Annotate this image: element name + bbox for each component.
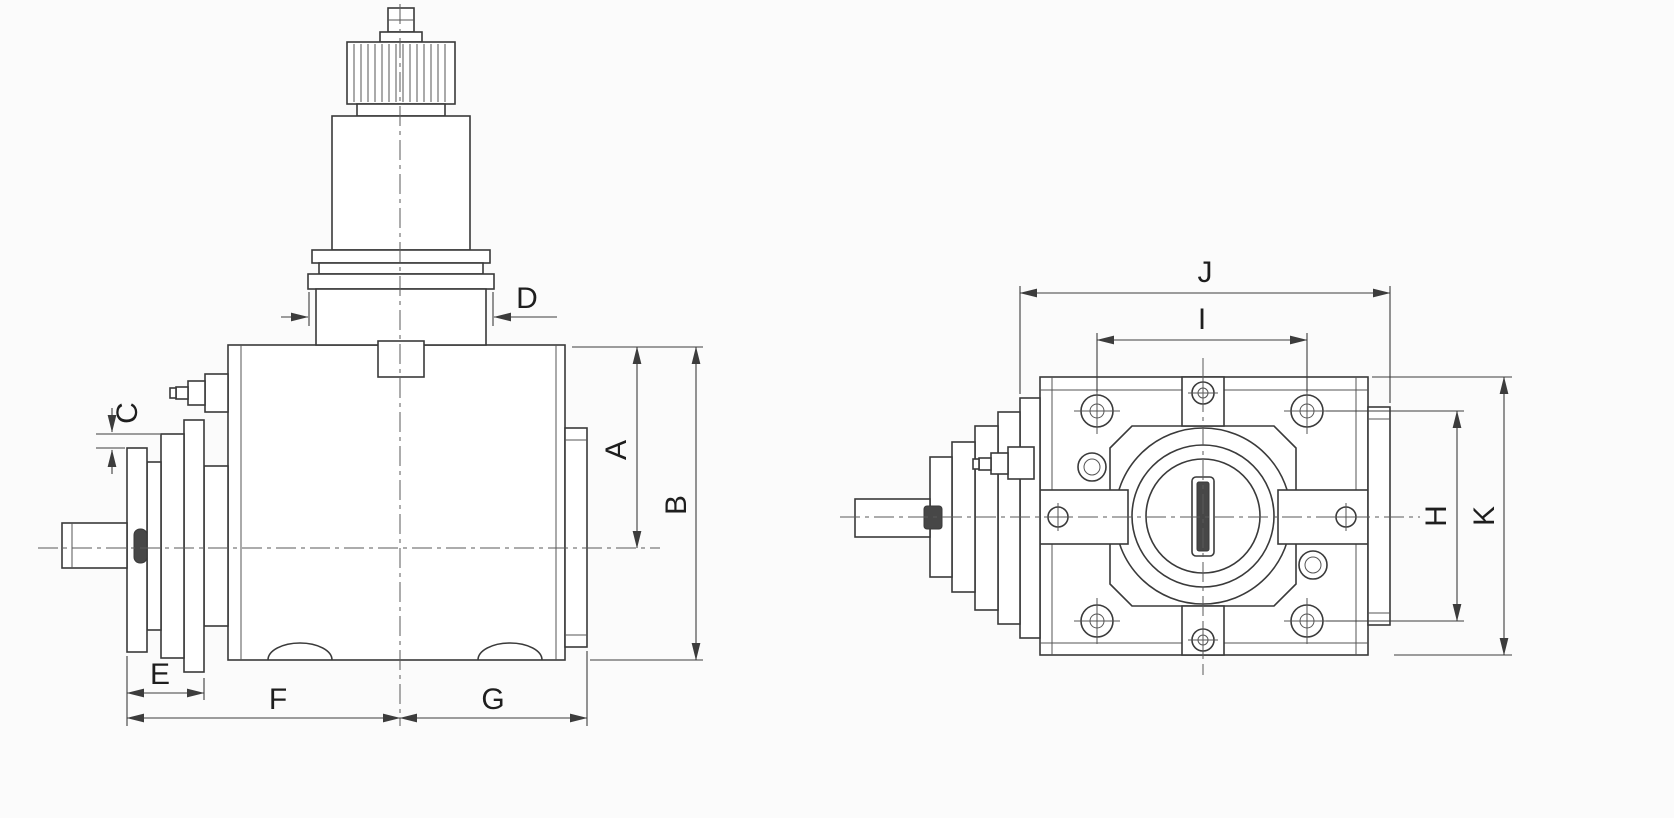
shank-flange-2 (318, 262, 484, 275)
grip-band (356, 103, 446, 117)
corner-bolts (1074, 388, 1330, 644)
dim-B: B (590, 346, 703, 661)
dim-label-G: G (481, 683, 504, 716)
grease-nipple-side (169, 373, 229, 413)
dowel-holes (1077, 452, 1328, 580)
nipple-tip (175, 386, 189, 400)
spindle-shaft (854, 498, 931, 538)
nipple-cap (169, 387, 177, 399)
spindle-disc-1 (1019, 397, 1041, 639)
dim-label-J: J (1198, 256, 1213, 289)
dowel-hole (1298, 550, 1328, 580)
dowel-hole-inner (1304, 556, 1322, 574)
dim-A: A (572, 346, 703, 549)
nipple-mid (990, 452, 1009, 475)
right-cover-plate-lines (565, 439, 587, 636)
spindle-disc-1 (183, 419, 205, 673)
dowel-hole (1077, 452, 1107, 482)
nipple-base (1007, 446, 1035, 480)
nipple-cap (972, 458, 980, 470)
dim-label-H: H (1420, 505, 1453, 527)
spindle-disc-2 (160, 433, 185, 659)
gearbox-body-side (227, 344, 588, 661)
right-cover-plate (564, 427, 588, 648)
stud-neck (379, 31, 423, 43)
dim-H: H (1326, 410, 1464, 622)
dim-D: D (281, 282, 557, 326)
dim-C: C (96, 402, 160, 474)
corner-bolt-cross (1074, 388, 1120, 434)
side-view: C D A B E F G (38, 4, 703, 726)
knurled-grip (346, 41, 456, 105)
dim-label-C: C (111, 402, 144, 424)
spindle-disc-3 (146, 461, 162, 631)
shank-flange-1 (311, 249, 491, 264)
extension-lines (96, 433, 160, 449)
dim-J: J (1019, 256, 1391, 403)
spindle-front (854, 397, 1041, 639)
shank-flange-3 (307, 273, 495, 290)
dim-label-A: A (600, 440, 633, 460)
body-outline (227, 344, 566, 661)
dim-label-I: I (1198, 303, 1206, 336)
shank-base (315, 288, 487, 346)
shank-cylinder (331, 115, 471, 251)
dowel-hole-inner (1083, 458, 1101, 476)
extension-lines (1019, 286, 1391, 403)
spindle-keyway-slot (133, 528, 148, 564)
dim-label-K: K (1468, 506, 1501, 526)
spindle-hub (203, 465, 229, 627)
dim-label-D: D (516, 282, 538, 315)
spindle-shaft (61, 522, 128, 569)
nipple-tip (978, 457, 992, 471)
dim-I: I (1096, 303, 1308, 392)
drive-block (377, 340, 425, 378)
dim-K: K (1372, 376, 1512, 656)
extension-lines (308, 292, 494, 326)
extension-lines (1326, 410, 1464, 622)
front-view: J I H K (840, 256, 1512, 675)
nipple-base (204, 373, 229, 413)
right-cover-plate-front (1367, 406, 1391, 626)
cover-plate-lines (1368, 418, 1390, 614)
dim-E-F-G: E F G (126, 651, 588, 726)
nipple-mid (187, 380, 206, 406)
cover-plate (1367, 406, 1391, 626)
knurl-lines (353, 44, 446, 102)
dim-label-B: B (660, 495, 693, 515)
dim-label-F: F (269, 683, 287, 716)
body-inner-edges (240, 345, 557, 660)
spindle-side (61, 419, 229, 673)
corner-bolt-cross (1074, 598, 1120, 644)
extension-lines (1372, 376, 1512, 656)
dim-label-E: E (150, 658, 170, 691)
mounting-slots (267, 642, 543, 661)
tool-shank (307, 7, 495, 378)
corner-bolt-cross (1284, 388, 1330, 434)
corner-bolt-cross (1284, 598, 1330, 644)
spindle-disc-2 (997, 411, 1021, 625)
